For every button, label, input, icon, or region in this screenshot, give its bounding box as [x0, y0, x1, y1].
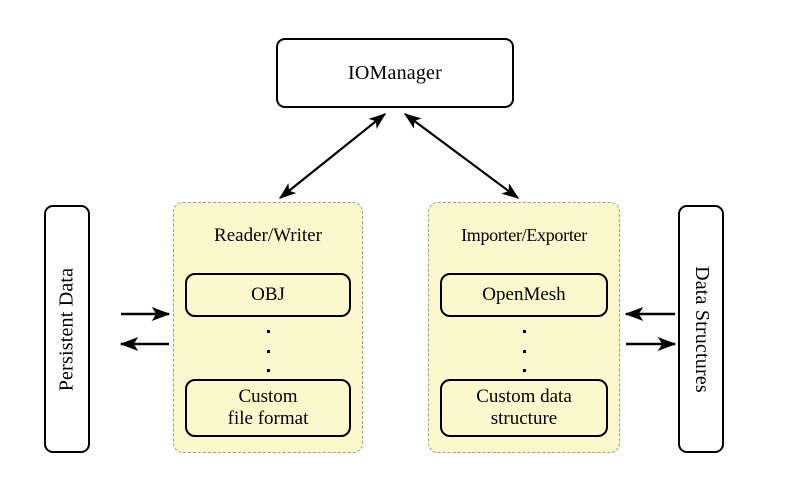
item-custom-data-structure-line2: structure: [490, 408, 558, 429]
node-data-structures-label: Data Structures: [690, 265, 713, 393]
ellipsis-importer-exporter: [429, 330, 619, 372]
item-openmesh[interactable]: OpenMesh: [440, 273, 608, 317]
group-reader-writer[interactable]: Reader/Writer OBJ Custom file format: [173, 202, 363, 453]
ellipsis-reader-writer: [174, 330, 362, 372]
node-data-structures[interactable]: Data Structures: [678, 205, 724, 453]
arrow-iomanager-importerexporter: [403, 113, 520, 199]
item-obj-label: OBJ: [251, 283, 285, 305]
arrow-iomanager-readerwriter: [278, 113, 387, 199]
item-custom-file-format-line2: file format: [227, 408, 309, 429]
group-importer-exporter-title: Importer/Exporter: [461, 225, 587, 245]
item-custom-data-structure-label: Custom data structure: [472, 386, 576, 431]
item-custom-file-format-line1: Custom: [238, 385, 298, 407]
item-openmesh-label: OpenMesh: [482, 283, 566, 305]
item-custom-file-format[interactable]: Custom file format: [185, 379, 351, 437]
item-obj[interactable]: OBJ: [185, 273, 351, 317]
item-custom-data-structure[interactable]: Custom data structure: [440, 379, 608, 437]
node-persistent-data-label: Persistent Data: [55, 267, 78, 391]
node-iomanager-label: IOManager: [348, 61, 442, 84]
group-reader-writer-title: Reader/Writer: [214, 225, 322, 246]
node-persistent-data[interactable]: Persistent Data: [44, 205, 90, 453]
item-custom-data-structure-line1: Custom data: [476, 385, 572, 407]
group-importer-exporter[interactable]: Importer/Exporter OpenMesh Custom data s…: [428, 202, 620, 453]
node-iomanager[interactable]: IOManager: [276, 38, 514, 108]
item-custom-file-format-label: Custom file format: [224, 386, 313, 431]
